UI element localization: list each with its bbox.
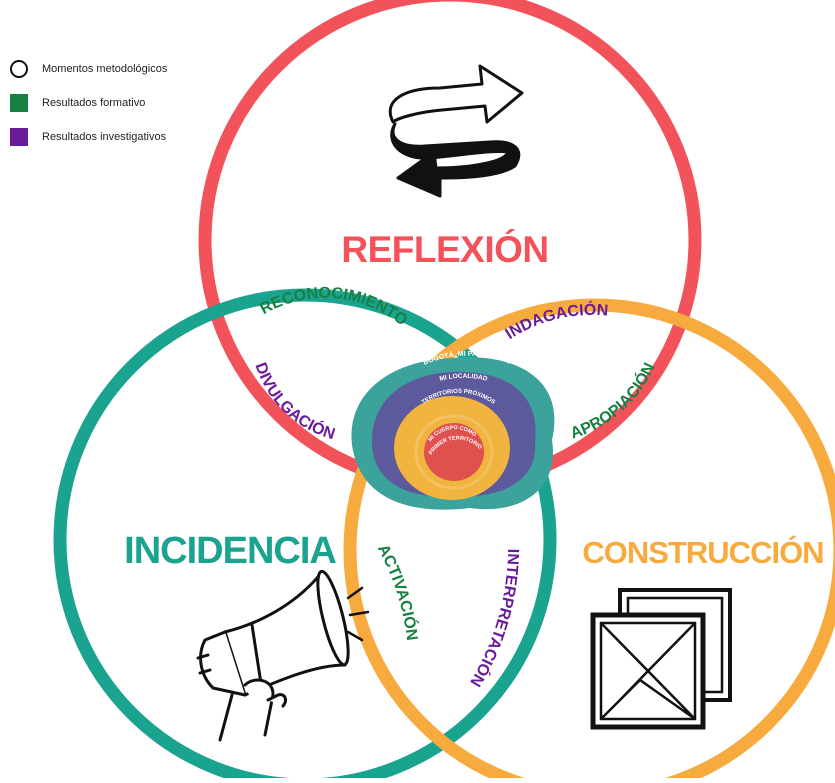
legend-item-formativo: Resultados formativo <box>10 94 167 112</box>
legend-label: Resultados formativo <box>42 97 146 109</box>
moment-reflexion-title: REFLEXIÓN <box>341 228 548 270</box>
moment-construccion-title: CONSTRUCCIÓN <box>582 534 823 570</box>
circle-construccion <box>343 298 835 783</box>
result-activacion: ACTIVACIÓN <box>374 542 420 642</box>
territory-core <box>424 423 484 481</box>
tangram-frames-icon <box>590 588 732 730</box>
legend-item-momentos: Momentos metodológicos <box>10 60 167 78</box>
purple-square-swatch <box>10 128 28 146</box>
legend-label: Resultados investigativos <box>42 131 167 143</box>
legend-item-investigativo: Resultados investigativos <box>10 128 167 146</box>
legend-label: Momentos metodológicos <box>42 63 168 75</box>
megaphone-icon <box>196 569 370 742</box>
cycle-arrows-icon <box>388 64 524 198</box>
green-square-swatch <box>10 94 28 112</box>
moment-incidencia-title: INCIDENCIA <box>124 530 336 572</box>
circle-outline-swatch <box>10 60 28 78</box>
territory-core-halo <box>414 414 494 490</box>
territories-target: BOGOTÁ, MI PATRIMONIO MI LOCALIDAD TERRI… <box>351 350 555 510</box>
legend: Momentos metodológicos Resultados format… <box>10 60 167 162</box>
circle-incidencia <box>53 288 557 783</box>
territory-mid-label: MI LOCALIDAD <box>439 373 489 383</box>
